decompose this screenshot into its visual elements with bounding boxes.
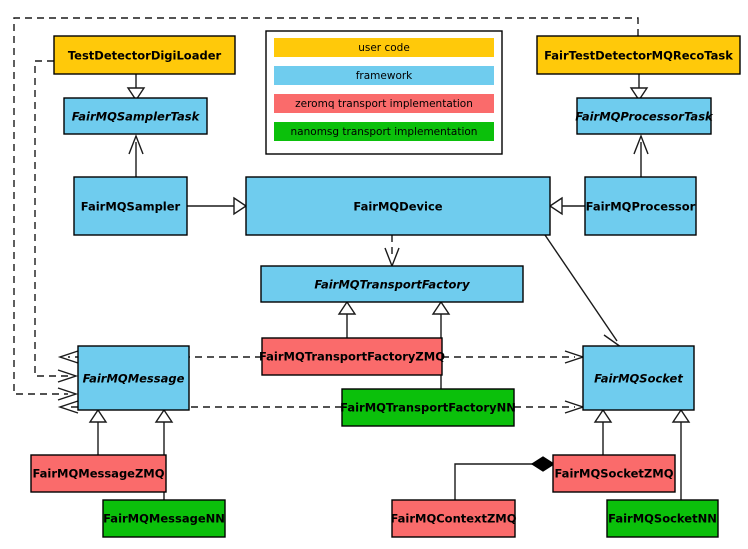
- edge-sampler-to-device: [187, 196, 248, 216]
- node-label: FairMQSocketNN: [608, 512, 717, 526]
- edge-device-to-transportfactory: [384, 235, 400, 268]
- legend-label-zeromq: zeromq transport implementation: [295, 98, 473, 110]
- node-fairmqsocket[interactable]: FairMQSocket: [582, 345, 695, 411]
- legend-label-nanomsg: nanomsg transport implementation: [291, 126, 478, 138]
- node-box[interactable]: [102, 499, 226, 538]
- node-label: FairMQContextZMQ: [390, 512, 516, 526]
- node-box[interactable]: [261, 337, 443, 376]
- node-fairmqtransportfactoryzmq[interactable]: FairMQTransportFactoryZMQ: [259, 337, 445, 376]
- legend-label-framework: framework: [356, 70, 413, 82]
- node-label: TestDetectorDigiLoader: [68, 49, 222, 63]
- edge-tfnn-to-socket: [514, 400, 586, 414]
- node-box[interactable]: [576, 97, 712, 135]
- node-fairtestdetectormqrecotask[interactable]: FairTestDetectorMQRecoTask: [536, 35, 741, 75]
- legend-swatch-user-code: [274, 38, 494, 57]
- node-label: FairMQSampler: [81, 200, 181, 214]
- edge-socketzmq-contextzmq-composition: [454, 456, 556, 500]
- node-box[interactable]: [584, 176, 697, 236]
- node-fairmqcontextzmq[interactable]: FairMQContextZMQ: [390, 499, 517, 538]
- node-testdetectordigiloader[interactable]: TestDetectorDigiLoader: [53, 35, 236, 75]
- node-label: FairMQSamplerTask: [72, 110, 201, 124]
- node-box[interactable]: [77, 345, 190, 411]
- node-fairmqtransportfactorynn[interactable]: FairMQTransportFactoryNN: [340, 388, 516, 427]
- node-label: FairMQSocketZMQ: [555, 467, 674, 481]
- node-label: FairMQProcessorTask: [575, 110, 714, 124]
- edge-socketnn-to-socket: [671, 408, 691, 500]
- node-fairmqmessage[interactable]: FairMQMessage: [77, 345, 190, 411]
- node-label: FairMQTransportFactoryNN: [340, 401, 516, 415]
- edge-sampler-to-samplertask: [128, 134, 144, 177]
- legend-item-framework: framework: [274, 66, 494, 85]
- node-label: FairMQMessageZMQ: [32, 467, 164, 481]
- node-box[interactable]: [53, 35, 236, 75]
- legend-swatch-nanomsg: [274, 122, 494, 141]
- node-box[interactable]: [73, 176, 188, 236]
- edge-tfzmq-to-socket: [442, 350, 586, 364]
- node-fairmqmessagezmq[interactable]: FairMQMessageZMQ: [30, 454, 167, 493]
- legend: user code framework zeromq transport imp…: [265, 30, 503, 155]
- node-fairmqsampler[interactable]: FairMQSampler: [73, 176, 188, 236]
- node-label: FairMQMessage: [83, 372, 185, 386]
- node-fairmqsocketzmq[interactable]: FairMQSocketZMQ: [552, 454, 676, 493]
- node-box[interactable]: [30, 454, 167, 493]
- node-label: FairMQMessageNN: [103, 512, 225, 526]
- node-fairmqprocessor[interactable]: FairMQProcessor: [584, 176, 697, 236]
- node-fairmqmessagenn[interactable]: FairMQMessageNN: [102, 499, 226, 538]
- node-box[interactable]: [245, 176, 551, 236]
- node-box[interactable]: [260, 265, 524, 303]
- edge-processor-to-device: [548, 196, 585, 216]
- node-fairmqtransportfactory[interactable]: FairMQTransportFactory: [260, 265, 524, 303]
- edge-recotask-to-message: [13, 17, 639, 401]
- node-box[interactable]: [536, 35, 741, 75]
- edge-device-to-socket: [544, 234, 623, 351]
- node-box[interactable]: [391, 499, 516, 538]
- node-box[interactable]: [606, 499, 719, 538]
- node-box[interactable]: [582, 345, 695, 411]
- legend-swatch-framework: [274, 66, 494, 85]
- edge-processor-to-processortask: [633, 134, 649, 177]
- edge-digiloader-to-samplertask: [126, 74, 146, 102]
- legend-item-user-code: user code: [274, 38, 494, 57]
- edge-recotask-to-processortask: [629, 74, 649, 102]
- legend-item-nanomsg: nanomsg transport implementation: [274, 122, 494, 141]
- node-fairmqsocketnn[interactable]: FairMQSocketNN: [606, 499, 719, 538]
- node-label: FairMQProcessor: [586, 200, 696, 214]
- legend-item-zeromq: zeromq transport implementation: [274, 94, 494, 113]
- node-label: FairMQTransportFactory: [314, 278, 470, 292]
- node-layer: TestDetectorDigiLoader FairTestDetectorM…: [30, 35, 741, 538]
- node-label: FairTestDetectorMQRecoTask: [544, 49, 733, 63]
- node-label: FairMQSocket: [594, 372, 683, 386]
- node-label: FairMQDevice: [353, 200, 442, 214]
- edge-digiloader-to-message: [34, 60, 79, 383]
- edge-socketzmq-to-socket: [593, 408, 613, 455]
- legend-swatch-zeromq: [274, 94, 494, 113]
- node-fairmqsamplertask[interactable]: FairMQSamplerTask: [63, 97, 208, 135]
- legend-label-user-code: user code: [358, 42, 410, 54]
- edge-tfzmq-to-transportfactory: [337, 300, 357, 338]
- node-box[interactable]: [341, 388, 515, 427]
- node-label: FairMQTransportFactoryZMQ: [259, 350, 445, 364]
- node-fairmqdevice[interactable]: FairMQDevice: [245, 176, 551, 236]
- node-box[interactable]: [63, 97, 208, 135]
- edge-messagezmq-to-message: [88, 408, 108, 455]
- node-fairmqprocessortask[interactable]: FairMQProcessorTask: [575, 97, 714, 135]
- node-box[interactable]: [552, 454, 676, 493]
